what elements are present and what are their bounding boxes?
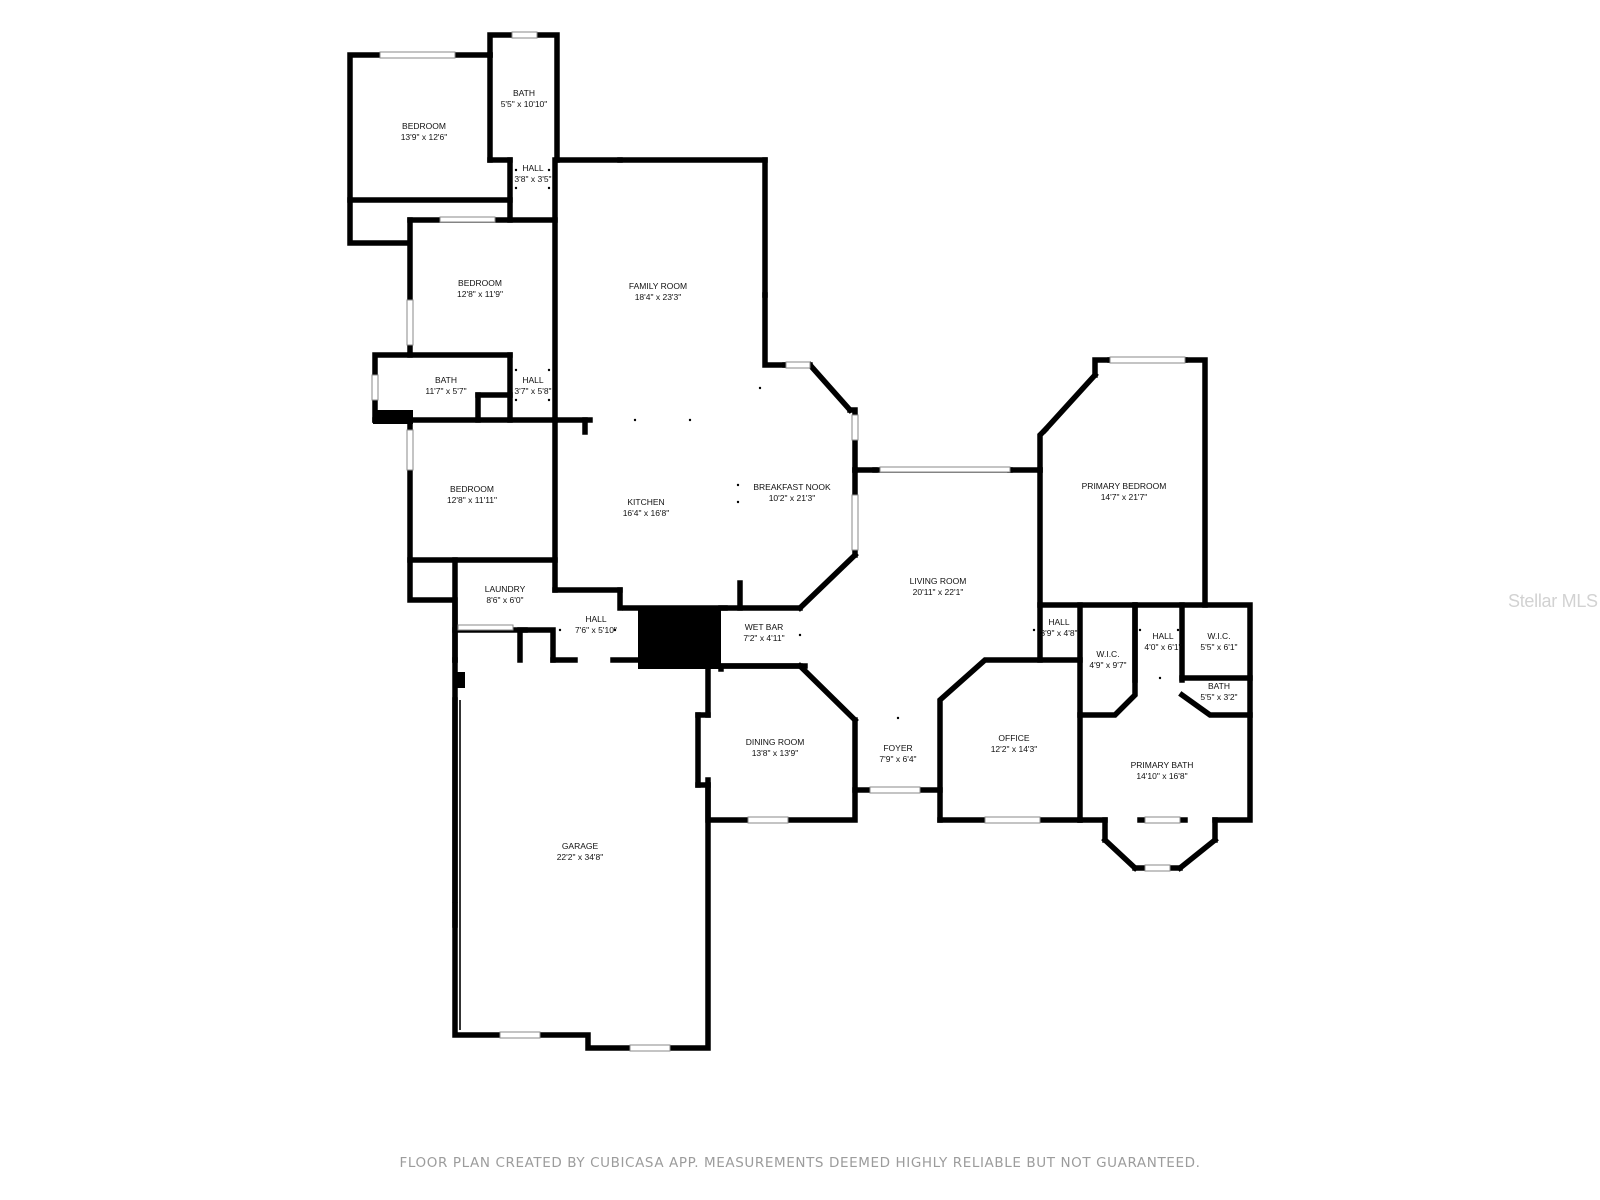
room-label-hall-mid: HALL 3'7" x 5'8" [514, 375, 551, 396]
room-name: WET BAR [745, 622, 784, 632]
room-name: FOYER [883, 743, 912, 753]
room-label-bath-mid: BATH 11'7" x 5'7" [425, 375, 466, 396]
room-dimensions: 5'5" x 6'1" [1200, 642, 1237, 652]
footer-disclaimer: FLOOR PLAN CREATED BY CUBICASA APP. MEAS… [399, 1155, 1201, 1171]
room-dimensions: 12'8" x 11'9" [457, 289, 503, 299]
room-label-hall-laundry: HALL 7'6" x 5'10" [575, 614, 617, 635]
room-name: BATH [513, 88, 535, 98]
room-label-bath-top: BATH 5'5" x 10'10" [501, 88, 548, 109]
room-label-kitchen: KITCHEN 16'4" x 16'8" [623, 497, 670, 518]
room-dimensions: 16'4" x 16'8" [623, 508, 670, 518]
room-label-bedroom-mid: BEDROOM 12'8" x 11'9" [457, 278, 503, 299]
room-label-bedroom-nw: BEDROOM 13'9" x 12'6" [401, 121, 448, 142]
room-dimensions: 3'7" x 5'8" [514, 386, 551, 396]
room-name: W.I.C. [1096, 649, 1119, 659]
room-name: PRIMARY BATH [1131, 760, 1194, 770]
room-label-bedroom-sw: BEDROOM 12'8" x 11'11" [447, 484, 497, 505]
room-dimensions: 5'5" x 3'2" [1200, 692, 1237, 702]
room-label-hall-top: HALL 3'8" x 3'5" [514, 163, 551, 184]
room-dimensions: 12'2" x 14'3" [991, 744, 1038, 754]
room-dimensions: 8'6" x 6'0" [486, 595, 523, 605]
room-name: FAMILY ROOM [629, 281, 687, 291]
room-dimensions: 13'8" x 13'9" [752, 748, 799, 758]
room-name: HALL [585, 614, 607, 624]
room-name: BEDROOM [458, 278, 502, 288]
room-label-wic-left: W.I.C. 4'9" x 9'7" [1089, 649, 1126, 670]
room-label-primary-bedroom: PRIMARY BEDROOM 14'7" x 21'7" [1082, 481, 1167, 502]
room-label-hall-closets: HALL 4'0" x 6'1" [1144, 631, 1181, 652]
room-label-breakfast-nook: BREAKFAST NOOK 10'2" x 21'3" [753, 482, 831, 503]
room-label-family-room: FAMILY ROOM 18'4" x 23'3" [629, 281, 687, 302]
room-name: BREAKFAST NOOK [753, 482, 831, 492]
room-name: BEDROOM [402, 121, 446, 131]
room-dimensions: 7'9" x 6'4" [879, 754, 916, 764]
room-dimensions: 4'0" x 6'1" [1144, 642, 1181, 652]
room-dimensions: 18'4" x 23'3" [635, 292, 682, 302]
walls-dining-living [705, 357, 1253, 872]
room-label-primary-bath: PRIMARY BATH 14'10" x 16'8" [1131, 760, 1194, 781]
room-label-living-room: LIVING ROOM 20'11" x 22'1" [910, 576, 967, 597]
room-name: BATH [1208, 681, 1230, 691]
room-labels: BEDROOM 13'9" x 12'6" BATH 5'5" x 10'10"… [401, 88, 1238, 862]
room-dimensions: 14'7" x 21'7" [1101, 492, 1148, 502]
watermark-logo: Stellar MLS [1508, 591, 1598, 611]
room-label-wic-right: W.I.C. 5'5" x 6'1" [1200, 631, 1237, 652]
room-label-wet-bar: WET BAR 7'2" x 4'11" [743, 622, 784, 643]
room-label-office: OFFICE 12'2" x 14'3" [991, 733, 1038, 754]
room-dimensions: 13'9" x 12'6" [401, 132, 448, 142]
room-name: BEDROOM [450, 484, 494, 494]
room-label-dining-room: DINING ROOM 13'8" x 13'9" [746, 737, 805, 758]
room-name: DINING ROOM [746, 737, 805, 747]
door-marks [514, 168, 1180, 720]
room-label-bath-primary-small: BATH 5'5" x 3'2" [1200, 681, 1237, 702]
room-name: W.I.C. [1207, 631, 1230, 641]
room-dimensions: 22'2" x 34'8" [557, 852, 604, 862]
room-dimensions: 4'9" x 9'7" [1089, 660, 1126, 670]
room-name: BATH [435, 375, 457, 385]
room-dimensions: 11'7" x 5'7" [425, 386, 466, 396]
walls-garage [452, 657, 711, 1051]
room-label-foyer: FOYER 7'9" x 6'4" [879, 743, 916, 764]
walls-central [622, 157, 859, 672]
room-dimensions: 7'6" x 5'10" [575, 625, 617, 635]
room-dimensions: 3'9" x 4'8" [1040, 628, 1077, 638]
room-dimensions: 12'8" x 11'11" [447, 495, 497, 505]
room-name: HALL [522, 375, 544, 385]
room-dimensions: 10'2" x 21'3" [769, 493, 816, 503]
room-label-garage: GARAGE 22'2" x 34'8" [557, 841, 604, 862]
windows [371, 31, 1186, 1052]
room-dimensions: 7'2" x 4'11" [743, 633, 784, 643]
room-name: LAUNDRY [485, 584, 526, 594]
room-name: OFFICE [998, 733, 1029, 743]
room-dimensions: 14'10" x 16'8" [1136, 771, 1187, 781]
room-name: HALL [522, 163, 544, 173]
room-dimensions: 3'8" x 3'5" [514, 174, 551, 184]
room-label-hall-primary: HALL 3'9" x 4'8" [1040, 617, 1077, 638]
room-dimensions: 5'5" x 10'10" [501, 99, 548, 109]
room-dimensions: 20'11" x 22'1" [913, 587, 964, 597]
room-name: HALL [1048, 617, 1070, 627]
room-name: KITCHEN [627, 497, 664, 507]
room-name: HALL [1152, 631, 1174, 641]
room-name: GARAGE [562, 841, 599, 851]
room-name: PRIMARY BEDROOM [1082, 481, 1167, 491]
room-label-laundry: LAUNDRY 8'6" x 6'0" [485, 584, 526, 605]
room-name: LIVING ROOM [910, 576, 967, 586]
